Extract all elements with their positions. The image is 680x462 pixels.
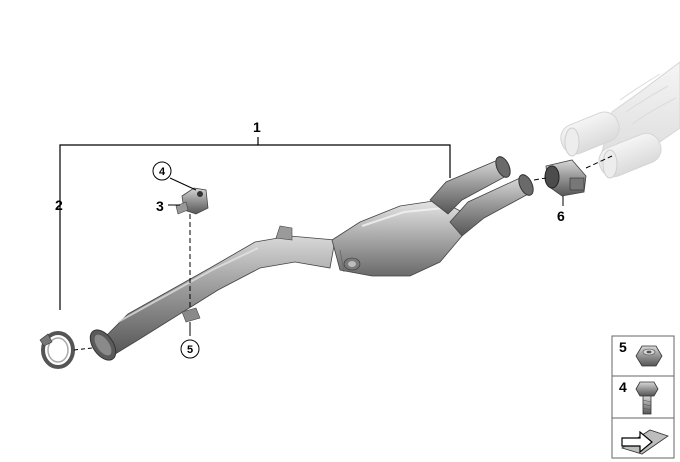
clamp-left-leader <box>73 347 93 351</box>
mounting-bracket <box>175 187 209 215</box>
front-exhaust-pipe <box>89 225 336 361</box>
catalytic-converter <box>331 199 463 277</box>
clamp-right-leader-lines <box>533 155 613 206</box>
legend-panel: 5 4 <box>611 335 675 459</box>
callout-3: 3 <box>156 198 164 214</box>
callout-4: 4 <box>159 166 166 178</box>
bracket-leaders <box>168 177 197 336</box>
hex-bolt-icon <box>635 381 659 415</box>
installation-arrow-icon <box>621 429 669 455</box>
legend-bolt-number: 4 <box>619 379 627 395</box>
callout-5: 5 <box>187 344 193 356</box>
assembly-bracket-line <box>59 137 451 310</box>
clamp-right <box>544 159 587 197</box>
callout-2: 2 <box>55 197 63 213</box>
callout-4-circle <box>152 161 172 181</box>
legend-nut-number: 5 <box>619 339 627 355</box>
twin-outlet-pipes <box>429 156 534 237</box>
hex-nut-icon <box>635 345 663 367</box>
pipe-hanger-tab <box>181 307 201 323</box>
clamp-left <box>39 331 75 369</box>
callout-1: 1 <box>253 119 261 135</box>
callout-5-circle <box>180 339 200 359</box>
callout-6: 6 <box>557 208 565 224</box>
ghost-exhaust-manifold <box>560 61 680 179</box>
